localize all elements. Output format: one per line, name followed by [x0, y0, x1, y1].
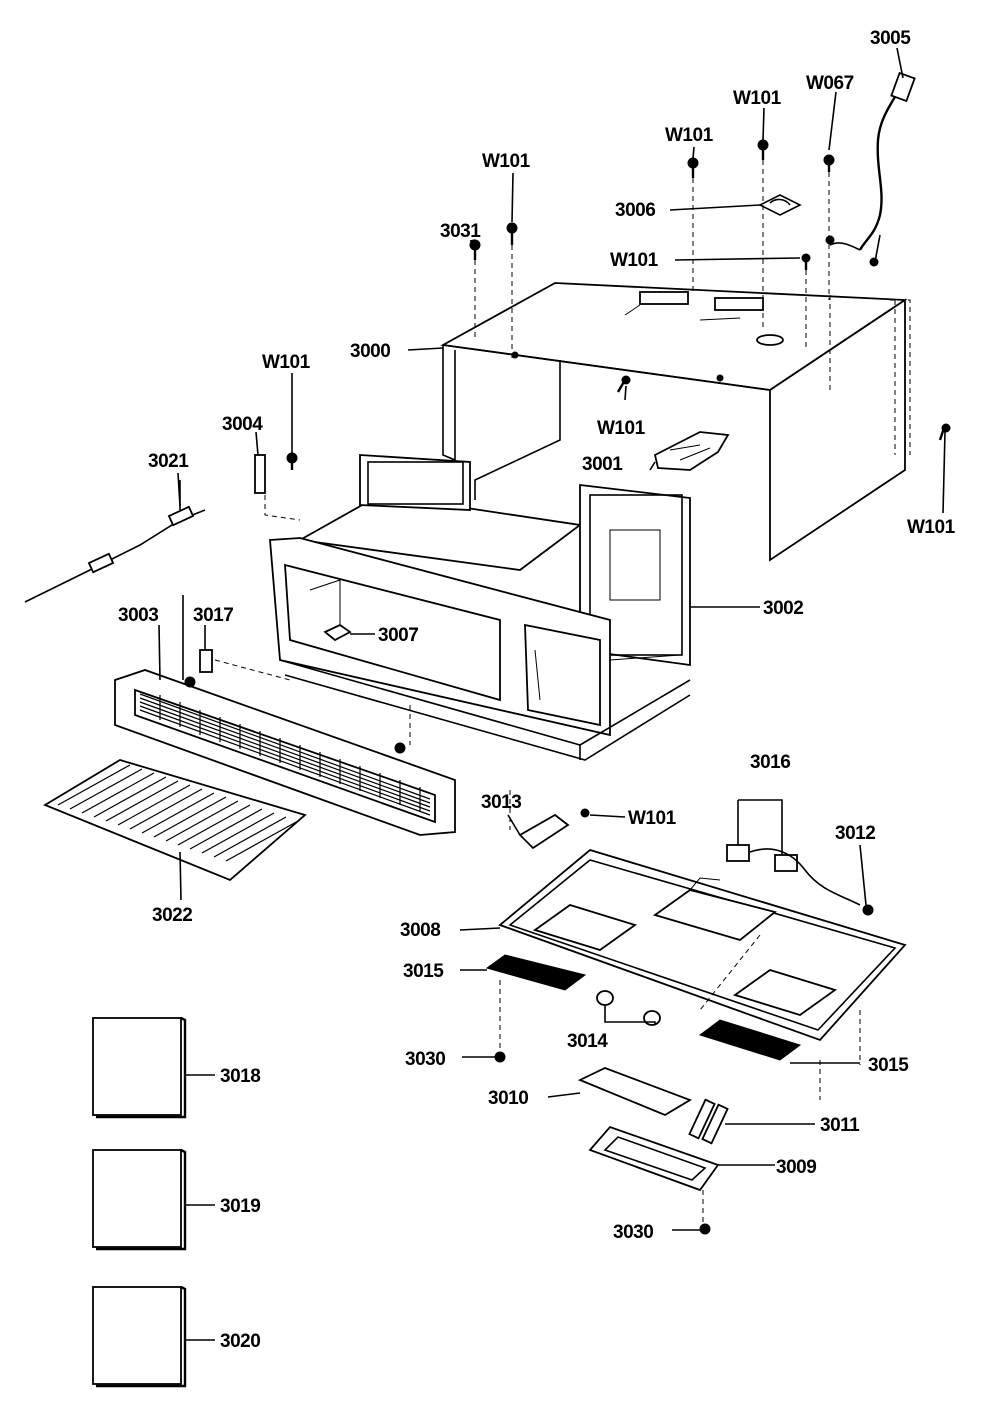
- manual-3018: [92, 1016, 187, 1119]
- front-grille: [114, 595, 456, 836]
- label-3017: 3017: [193, 605, 233, 626]
- switches-3016: [726, 799, 874, 916]
- lamp-frame-3009: [588, 1125, 720, 1225]
- label-3012: 3012: [835, 823, 875, 844]
- lamp-cover-3010: [577, 1067, 693, 1117]
- label-3016: 3016: [750, 752, 790, 773]
- label-w101-mid: W101: [597, 418, 646, 439]
- label-3011: 3011: [820, 1115, 860, 1136]
- label-3031: 3031: [440, 221, 481, 242]
- label-w101-right: W101: [907, 517, 956, 538]
- part-3013: [509, 790, 590, 850]
- label-3015-a: 3015: [403, 961, 444, 982]
- label-3021: 3021: [148, 451, 189, 472]
- label-w101-left: W101: [262, 352, 311, 373]
- label-3018: 3018: [220, 1066, 260, 1087]
- label-w101-c: W101: [482, 151, 531, 172]
- power-cord: [829, 71, 916, 267]
- bracket-3001: [653, 431, 730, 471]
- label-3022: 3022: [152, 905, 192, 926]
- grease-filter: [42, 759, 307, 882]
- label-3015-b: 3015: [868, 1055, 909, 1076]
- base-plate: [485, 848, 907, 1100]
- label-3014: 3014: [567, 1031, 608, 1052]
- label-w101-top: W101: [733, 88, 782, 109]
- label-3002: 3002: [763, 598, 803, 619]
- label-3004: 3004: [222, 414, 263, 435]
- label-w101-d: W101: [610, 250, 659, 271]
- part-labels: 3005 W067 W101 W101 W101 3006 3031 W101 …: [118, 28, 956, 1352]
- label-3030-b: 3030: [613, 1222, 653, 1243]
- lamps-3011: [688, 1098, 729, 1145]
- screws: [286, 139, 951, 470]
- leader-lines: [158, 47, 946, 1341]
- label-3009: 3009: [776, 1157, 816, 1178]
- label-3019: 3019: [220, 1196, 260, 1217]
- manual-3020: [92, 1285, 187, 1388]
- bracket-3006: [758, 194, 802, 216]
- label-3003: 3003: [118, 605, 158, 626]
- label-3020: 3020: [220, 1331, 260, 1352]
- screws-3030: [494, 1051, 711, 1235]
- bracket-3004: [254, 454, 301, 521]
- thermistor-wire: [24, 480, 206, 603]
- label-w101-low: W101: [628, 808, 677, 829]
- label-3005: 3005: [870, 28, 911, 49]
- label-3000: 3000: [350, 341, 390, 362]
- manual-3019: [92, 1148, 187, 1251]
- label-w067: W067: [806, 73, 854, 94]
- label-3013: 3013: [481, 792, 521, 813]
- inner-cavity: [269, 454, 691, 761]
- label-3010: 3010: [488, 1088, 528, 1109]
- label-3008: 3008: [400, 920, 440, 941]
- label-3030-a: 3030: [405, 1049, 445, 1070]
- label-3007: 3007: [378, 625, 418, 646]
- label-w101-b: W101: [665, 125, 714, 146]
- label-3001: 3001: [582, 454, 623, 475]
- label-3006: 3006: [615, 200, 655, 221]
